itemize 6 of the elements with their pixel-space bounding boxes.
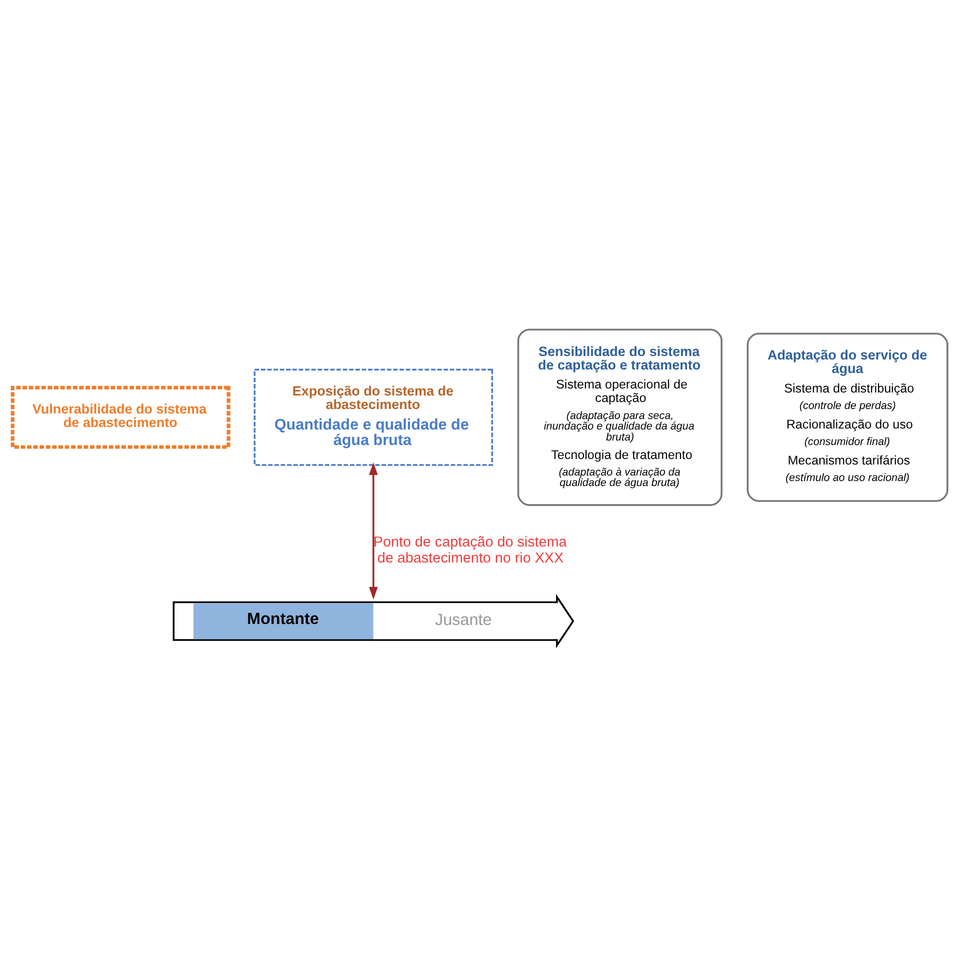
node-box: Adaptação do serviço de água Sistema de distribuição (controle de perdas) Racionalização do uso (consumidor final) Mecanismos tarifários (estímulo ao uso racional) — [746, 332, 948, 502]
node-box: Sensibilidade do sistema de captação e tratamento Sistema operacional de captação (adaptação para seca, inundação e qualidade da água bruta) Tecnologia de tratamento (adaptação à variação da qualidade de água bruta) — [517, 328, 722, 506]
edge-label: Ponto de captação do sistema de abastecimento no rio XXX — [373, 534, 567, 566]
node-box: Vulnerabilidade do sistema de abastecimento — [10, 386, 230, 449]
node-box: Exposição do sistema de abastecimento Quantidade e qualidade de água bruta — [254, 368, 494, 466]
arrow — [368, 462, 378, 600]
